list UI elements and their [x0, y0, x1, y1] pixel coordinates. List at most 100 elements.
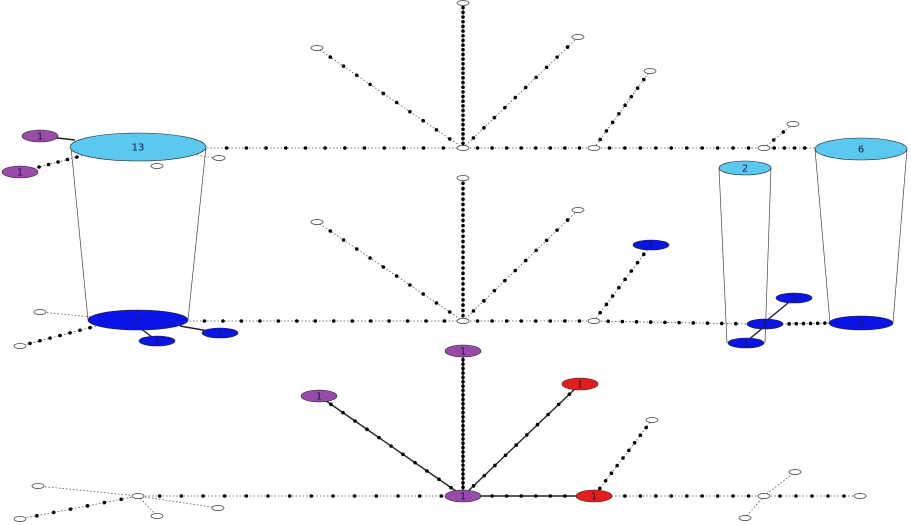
- median-vector-node: [150, 163, 164, 169]
- mutation-dot: [461, 255, 465, 260]
- median-vector-node: [757, 493, 771, 499]
- mutation-dot: [475, 146, 480, 150]
- haplotype-node: [69, 132, 207, 162]
- mutation-dot: [471, 484, 476, 488]
- median-vector-node: [456, 0, 470, 6]
- mutation-dot: [38, 338, 42, 343]
- mutation-dot: [513, 95, 518, 100]
- mutation-dot: [202, 319, 207, 323]
- mutation-dot: [179, 494, 184, 498]
- mutation-dot: [606, 319, 610, 324]
- mutation-dot: [368, 82, 372, 87]
- haplotype-node: [561, 377, 599, 391]
- mutation-dot: [355, 73, 359, 78]
- mutation-dot: [513, 268, 518, 273]
- mutation-dot: [781, 130, 786, 134]
- mutation-dot: [461, 476, 465, 481]
- mutation-dot: [88, 325, 92, 330]
- mutation-dot: [684, 494, 689, 498]
- median-vector-node: [456, 318, 470, 324]
- mutation-dot: [794, 321, 799, 326]
- mutation-dot: [447, 137, 452, 141]
- mutation-dot: [374, 494, 379, 498]
- haplotype-node: [575, 489, 613, 503]
- mutation-dot: [635, 260, 640, 265]
- mutation-dot: [461, 415, 465, 419]
- mutation-dot: [461, 450, 465, 454]
- mutation-dot: [731, 146, 735, 150]
- mutation-dot: [461, 108, 465, 113]
- mutation-dot: [341, 64, 346, 68]
- mutation-dot: [461, 266, 465, 270]
- mutation-dot: [461, 292, 465, 297]
- network-edge: [593, 320, 751, 325]
- mutation-dot: [439, 494, 444, 498]
- mutation-dot: [609, 471, 614, 476]
- mutation-dot: [461, 472, 465, 476]
- haplotype-node: [746, 318, 784, 330]
- mutation-dot: [461, 271, 465, 276]
- mutation-dot: [461, 229, 465, 233]
- mutation-dot: [461, 463, 465, 468]
- haplotype-node: [444, 489, 482, 503]
- haplotype-count-label: 1: [17, 168, 23, 179]
- mutation-dot: [842, 494, 846, 498]
- mutation-dot: [734, 321, 738, 326]
- mutation-dot: [461, 10, 465, 15]
- mutation-dot: [461, 122, 465, 127]
- mutation-dot: [461, 459, 465, 463]
- mutation-dot: [684, 146, 689, 150]
- mutation-dot: [504, 494, 509, 498]
- mutation-dot: [523, 258, 528, 263]
- mutation-dot: [504, 319, 509, 323]
- mutation-dot: [377, 435, 381, 440]
- mutation-dot: [461, 276, 465, 281]
- mutation-dot: [669, 146, 674, 150]
- mutation-dot: [461, 113, 465, 118]
- haplotype-count-label: 13: [132, 143, 145, 154]
- mutation-dot: [782, 146, 787, 150]
- mutation-dot: [772, 146, 776, 150]
- mutation-dot: [533, 319, 538, 323]
- haplotype-count-label: 1: [577, 380, 583, 391]
- mutation-dot: [731, 494, 735, 498]
- mutation-dot: [638, 146, 643, 150]
- haplotype-node: [828, 315, 894, 331]
- cylinder-side: [718, 167, 728, 344]
- network-edge: [462, 383, 581, 497]
- mutation-dot: [461, 375, 465, 380]
- mutation-dot: [565, 218, 570, 222]
- median-vector-node: [212, 155, 226, 161]
- mutation-dot: [381, 91, 386, 96]
- mutation-dot: [461, 388, 465, 393]
- mutation-dot: [441, 146, 446, 150]
- mutation-dot: [37, 165, 41, 169]
- mutation-dot: [295, 319, 299, 323]
- cylinder-side: [70, 146, 89, 321]
- mutation-dot: [634, 320, 639, 324]
- mutation-dot: [408, 283, 412, 287]
- mutation-dot: [461, 197, 465, 201]
- mutation-dot: [461, 287, 465, 292]
- mutation-dot: [461, 366, 465, 371]
- mutation-dot: [28, 341, 32, 346]
- mutation-dot: [563, 319, 567, 323]
- mutation-dot: [475, 319, 480, 323]
- mutation-dot: [329, 402, 333, 407]
- mutation-dot: [461, 223, 465, 228]
- mutation-dot: [287, 494, 292, 498]
- mutation-dot: [461, 38, 465, 43]
- mutation-dot: [746, 146, 751, 150]
- haplotype-node: [727, 337, 765, 349]
- mutation-dot: [623, 494, 627, 498]
- mutation-dot: [276, 319, 281, 323]
- mutation-dot: [461, 303, 465, 307]
- mutation-dot: [461, 379, 465, 384]
- mutation-dot: [715, 146, 720, 150]
- mutation-dot: [623, 277, 627, 282]
- median-vector-node: [645, 417, 659, 423]
- cylinders-layer: [70, 146, 908, 344]
- mutation-dot: [68, 331, 72, 335]
- mutation-dot: [313, 319, 318, 323]
